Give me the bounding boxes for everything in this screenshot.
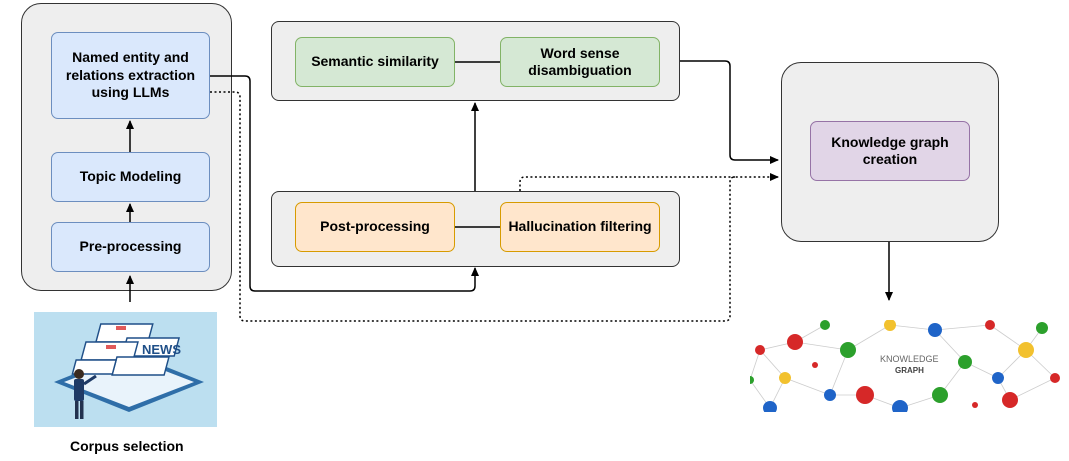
arrow-ner-to-bottom bbox=[210, 75, 479, 292]
topic-modeling-box: Topic Modeling bbox=[51, 152, 210, 202]
kg-image-line1: KNOWLEDGE bbox=[880, 354, 939, 364]
kg-creation-box: Knowledge graph creation bbox=[810, 121, 970, 181]
dotted-halluc-to-kg bbox=[519, 176, 735, 191]
semantic-similarity-box: Semantic similarity bbox=[295, 37, 455, 87]
hallucination-filtering-label: Hallucination filtering bbox=[508, 218, 652, 235]
post-processing-box: Post-processing bbox=[295, 202, 455, 252]
knowledge-graph-illustration: KNOWLEDGE GRAPH bbox=[750, 320, 1063, 412]
word-sense-disambiguation-box: Word sense disambiguation bbox=[500, 37, 660, 87]
dotted-ner-to-kg bbox=[210, 91, 779, 322]
news-text: NEWS bbox=[142, 342, 181, 357]
pre-processing-label: Pre-processing bbox=[79, 238, 182, 255]
topic-modeling-label: Topic Modeling bbox=[79, 168, 182, 185]
kg-image-line2: GRAPH bbox=[895, 366, 924, 375]
arrow-top-to-kg bbox=[680, 60, 779, 164]
corpus-illustration: NEWS bbox=[34, 312, 217, 427]
ner-label: Named entity and relations extraction us… bbox=[65, 49, 196, 101]
hallucination-filtering-box: Hallucination filtering bbox=[500, 202, 660, 252]
pre-processing-box: Pre-processing bbox=[51, 222, 210, 272]
corpus-caption: Corpus selection bbox=[70, 438, 184, 454]
post-processing-label: Post-processing bbox=[320, 218, 430, 235]
kg-creation-label: Knowledge graph creation bbox=[831, 133, 949, 168]
semantic-similarity-label: Semantic similarity bbox=[311, 53, 439, 70]
ner-box: Named entity and relations extraction us… bbox=[51, 32, 210, 119]
word-sense-disambiguation-label: Word sense disambiguation bbox=[528, 44, 632, 79]
